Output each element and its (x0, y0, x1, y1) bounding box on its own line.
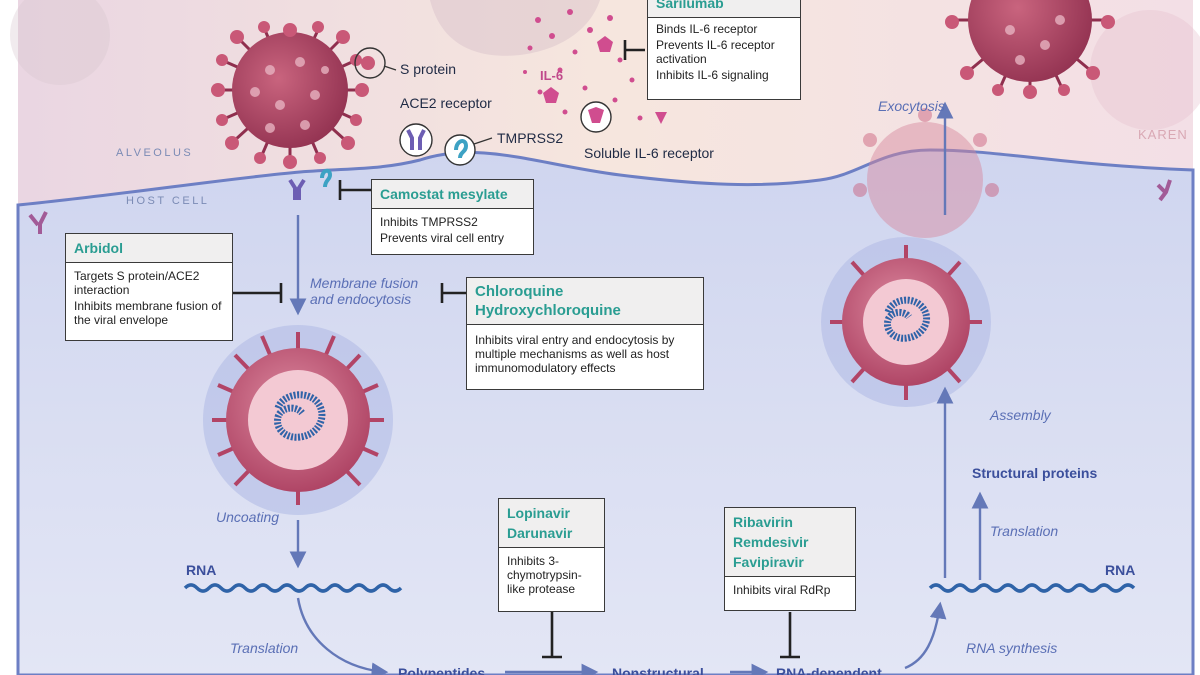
il6-particles (523, 9, 667, 124)
step-exocytosis: Exocytosis (878, 98, 945, 114)
node-structural-proteins: Structural proteins (972, 465, 1098, 481)
step-translation-left: Translation (230, 640, 299, 656)
artist-signature: KAREN (1138, 127, 1188, 142)
drug-title-sarilumab: Sarilumab (648, 0, 800, 18)
drug-effect: Binds IL-6 receptor (656, 22, 758, 36)
drug-effect: Inhibits viral RdRp (733, 583, 831, 597)
step-assembly: Assembly (990, 407, 1051, 423)
drug-box-arbidol: Arbidol Targets S protein/ACE2 interacti… (65, 233, 233, 341)
node-polypeptides: Polypeptides (398, 665, 486, 675)
drug-title-arbidol: Arbidol (66, 234, 232, 263)
region-label-alveolus: ALVEOLUS (116, 147, 194, 159)
vesicle-assembly (821, 237, 991, 407)
drug-effect: Prevents IL-6 receptor activation (656, 38, 775, 66)
rna-strand-right (928, 583, 1136, 593)
pathway-arrows (289, 101, 989, 675)
step-rna-synthesis: RNA synthesis (966, 640, 1058, 656)
drug-effect: Inhibits 3-chymotrypsin-like protease (507, 554, 582, 596)
drug-title-ribavirin: Ribavirin (733, 514, 793, 530)
soluble-il6-receptor-icon (580, 101, 612, 133)
node-rna-right: RNA (1105, 562, 1136, 578)
background-cells (10, 0, 1200, 130)
drug-box-chloroquine: Chloroquine Hydroxychloroquine Inhibits … (466, 277, 704, 390)
virus-particle-released (945, 0, 1115, 99)
step-uncoating: Uncoating (216, 509, 280, 525)
drug-box-camostat: Camostat mesylate Inhibits TMPRSS2 Preve… (371, 179, 534, 255)
membrane-receptors (28, 168, 1172, 234)
drug-effect: Targets S protein/ACE2 interaction (74, 269, 200, 297)
drug-title-camostat: Camostat mesylate (372, 180, 533, 209)
drug-title-remdesivir: Remdesivir (733, 534, 809, 550)
drug-effect: Inhibits membrane fusion of the viral en… (74, 299, 222, 327)
rna-strand-left (183, 583, 403, 593)
label-ace2-receptor: ACE2 receptor (400, 95, 492, 111)
label-il6: IL-6 (540, 68, 564, 83)
step-translation-right: Translation (990, 523, 1059, 539)
drug-box-lopinavir: Lopinavir Darunavir Inhibits 3-chymotryp… (498, 498, 605, 612)
virus-particle-budding (853, 108, 999, 238)
drug-box-ribavirin: Ribavirin Remdesivir Favipiravir Inhibit… (724, 507, 856, 611)
node-rna-left: RNA (186, 562, 217, 578)
label-tmprss2: TMPRSS2 (497, 130, 564, 146)
label-soluble-il6-receptor: Soluble IL-6 receptor (584, 145, 714, 161)
node-rna-dependent: RNA-dependent (776, 665, 882, 675)
ace2-receptor-icon (399, 123, 433, 157)
drug-title-darunavir: Darunavir (507, 525, 573, 541)
drug-box-sarilumab: Sarilumab Binds IL-6 receptor Prevents I… (647, 0, 801, 100)
tmprss2-icon (444, 134, 493, 166)
drug-title-chloroquine: Chloroquine (475, 283, 564, 300)
virus-particle-top (211, 21, 369, 169)
node-nonstructural: Nonstructural (612, 665, 704, 675)
drug-effect: Inhibits IL-6 signaling (656, 68, 769, 82)
inhibition-lines (232, 40, 800, 659)
drug-effect: Inhibits viral entry and endocytosis by … (475, 333, 675, 375)
endosome-uncoating (203, 325, 393, 515)
drug-title-hydroxychloroquine: Hydroxychloroquine (475, 302, 621, 319)
drug-effect: Prevents viral cell entry (380, 231, 505, 245)
region-label-host-cell: HOST CELL (126, 195, 210, 207)
label-s-protein: S protein (400, 61, 457, 77)
drug-title-favipiravir: Favipiravir (733, 554, 804, 570)
drug-effect: Inhibits TMPRSS2 (380, 215, 478, 229)
drug-title-lopinavir: Lopinavir (507, 505, 571, 521)
s-protein-callout (354, 47, 397, 79)
